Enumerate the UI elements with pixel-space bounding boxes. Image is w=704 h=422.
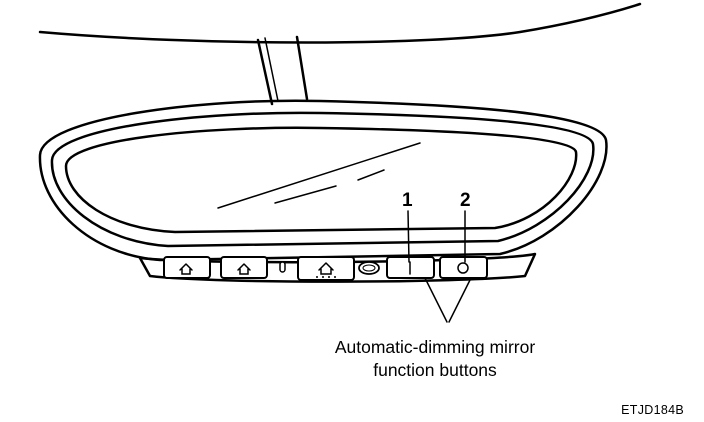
caption-pointer <box>424 277 472 323</box>
caption-line-2: function buttons <box>373 360 497 380</box>
homelink-button-1[interactable] <box>163 256 211 279</box>
homelink-button-2[interactable] <box>220 256 268 279</box>
auto-dimming-on-button[interactable] <box>386 256 435 279</box>
light-sensor-icon <box>358 261 380 275</box>
homelink-button-1-icon <box>179 263 193 275</box>
mirror-glass <box>64 126 578 234</box>
mirror-mount-stem <box>256 35 309 106</box>
indicator-led-icon <box>279 261 286 273</box>
homelink-button-3[interactable] <box>297 256 355 281</box>
callout-line-1 <box>407 210 410 263</box>
mirror-housing <box>38 99 608 262</box>
auto-dimming-off-button[interactable] <box>439 256 488 279</box>
callout-label-2: 2 <box>460 190 471 211</box>
figure-code: ETJD184B <box>621 403 684 417</box>
homelink-button-3-icon <box>316 262 336 278</box>
headliner-edge <box>38 2 642 44</box>
glass-reflection <box>217 142 421 209</box>
caption-line-1: Automatic-dimming mirror <box>335 337 535 357</box>
callout-label-1: 1 <box>402 190 413 211</box>
homelink-button-2-icon <box>237 263 251 275</box>
auto-dimming-off-icon <box>457 262 469 274</box>
